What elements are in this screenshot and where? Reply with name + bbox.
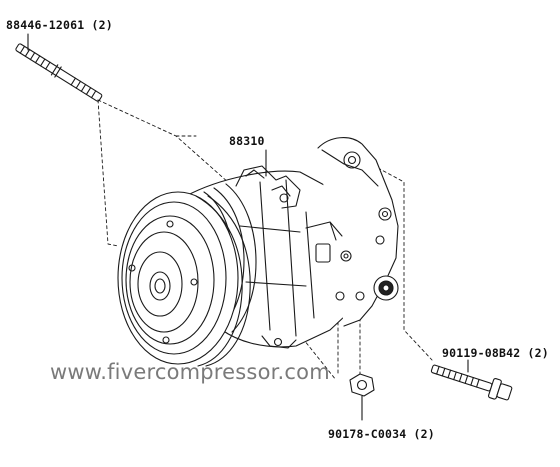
part-label-compressor: 88310 bbox=[229, 134, 265, 148]
stud-bolt-drawing bbox=[15, 33, 103, 102]
part-qty-flange-bolt: (2) bbox=[527, 346, 549, 360]
flange-bolt-drawing bbox=[430, 359, 513, 401]
compressor-drawing bbox=[117, 137, 399, 367]
part-number-nut: 90178-C0034 bbox=[328, 427, 407, 441]
part-label-stud-bolt: 88446-12061 (2) bbox=[6, 18, 113, 32]
part-label-flange-bolt: 90119-08B42 (2) bbox=[442, 346, 549, 360]
part-number-flange-bolt: 90119-08B42 bbox=[442, 346, 521, 360]
part-number-stud-bolt: 88446-12061 bbox=[6, 18, 85, 32]
part-qty-nut: (2) bbox=[413, 427, 435, 441]
part-label-nut: 90178-C0034 (2) bbox=[328, 427, 435, 441]
part-qty-stud-bolt: (2) bbox=[91, 18, 113, 32]
website-watermark: www.fivercompressor.com bbox=[50, 360, 330, 384]
nut-drawing bbox=[349, 373, 375, 421]
part-number-compressor: 88310 bbox=[229, 134, 265, 148]
